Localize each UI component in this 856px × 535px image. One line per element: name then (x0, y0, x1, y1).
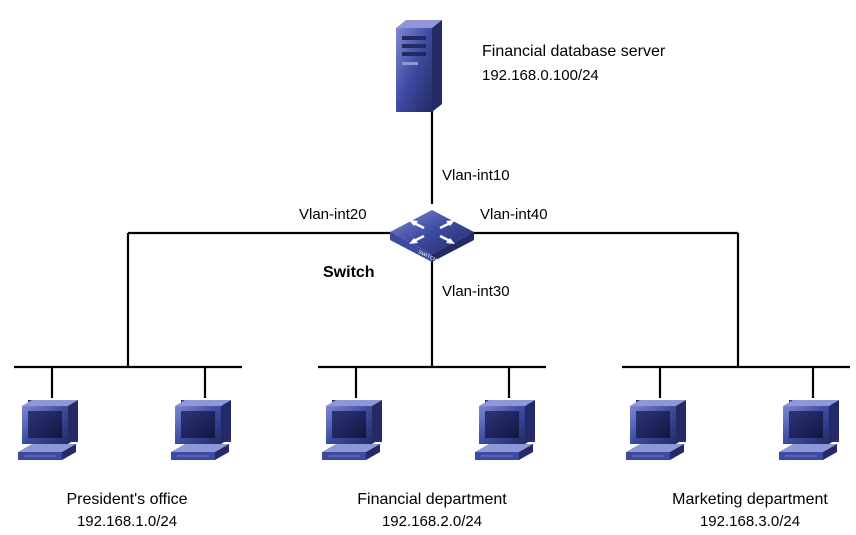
computer-icon (778, 399, 840, 461)
server-ip: 192.168.0.100/24 (482, 67, 599, 84)
segment-name-financial: Financial department (357, 491, 507, 508)
interface-label-vlan20: Vlan-int20 (299, 206, 367, 223)
computer-icon (321, 399, 383, 461)
segment-subnet-financial: 192.168.2.0/24 (382, 513, 482, 530)
segment-subnet-marketing: 192.168.3.0/24 (700, 513, 800, 530)
segment-name-marketing: Marketing department (672, 491, 828, 508)
interface-label-vlan10: Vlan-int10 (442, 167, 510, 184)
segment-name-president: President's office (66, 491, 187, 508)
interface-label-vlan30: Vlan-int30 (442, 283, 510, 300)
computer-icon (625, 399, 687, 461)
network-switch-icon: SWITCH (390, 210, 474, 264)
interface-label-vlan40: Vlan-int40 (480, 206, 548, 223)
server-name: Financial database server (482, 43, 666, 60)
network-links (14, 106, 850, 398)
computer-icon (17, 399, 79, 461)
computer-icon (474, 399, 536, 461)
server-tower-icon (396, 20, 442, 112)
computer-icon (170, 399, 232, 461)
segment-subnet-president: 192.168.1.0/24 (77, 513, 177, 530)
switch-name: Switch (323, 264, 375, 281)
